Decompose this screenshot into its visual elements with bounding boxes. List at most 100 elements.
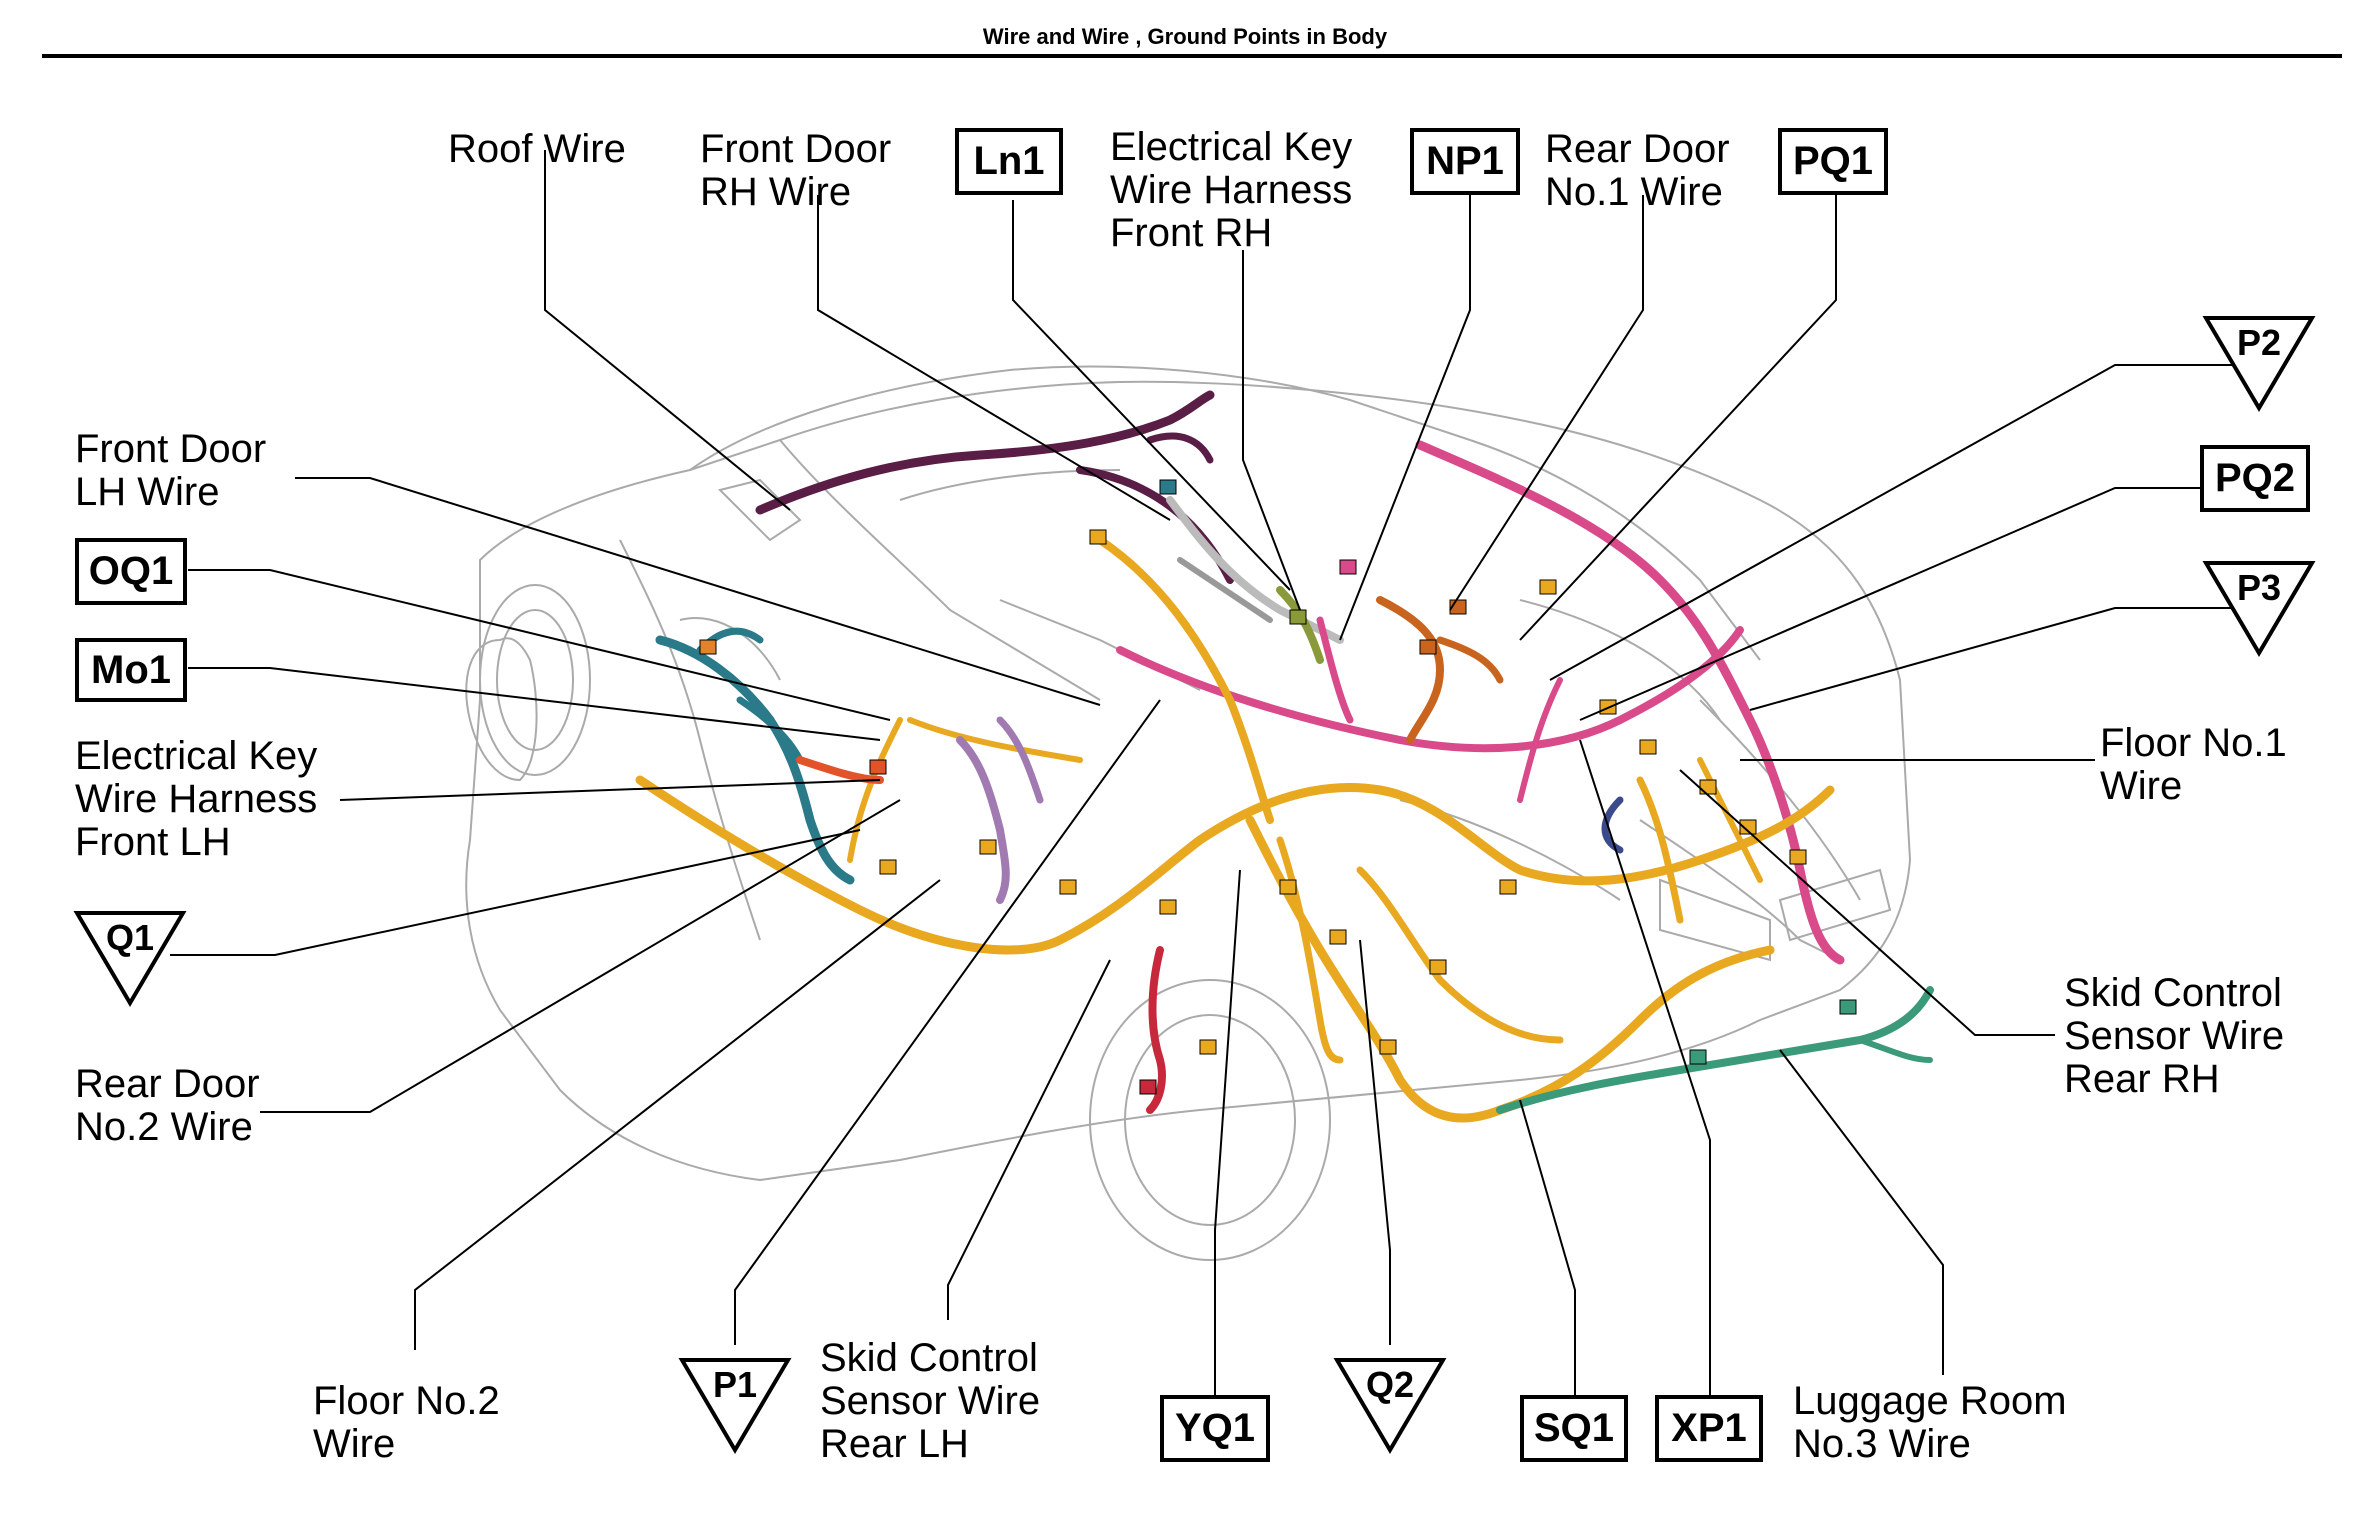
connector-code-sq1: SQ1 xyxy=(1520,1395,1628,1462)
ground-triangle-p1 xyxy=(678,1358,792,1454)
floor-no1-pink-harness xyxy=(1415,440,1845,965)
leader-lines xyxy=(170,150,2240,1395)
label-line: No.3 Wire xyxy=(1793,1422,1971,1466)
ground-label-q1: Q1 xyxy=(105,917,155,958)
leader-line xyxy=(817,195,1171,521)
ground-triangle-p3 xyxy=(2202,561,2316,657)
leader-line xyxy=(947,959,1111,1320)
connector-block xyxy=(1379,1039,1397,1055)
ground-triangle-q2 xyxy=(1333,1358,1447,1454)
page-title: Wire and Wire , Ground Points in Body xyxy=(982,24,1388,49)
connector-block xyxy=(1339,559,1357,575)
electrical-key-lh-harness xyxy=(796,756,884,784)
label-line: Front RH xyxy=(1110,211,1273,255)
leader-line xyxy=(1339,160,1471,641)
skid-control-rear-lh-harness xyxy=(1146,946,1166,1114)
ground-triangle-q1 xyxy=(73,911,187,1007)
front-door-lh-harness xyxy=(655,635,855,885)
ground-label-p2: P2 xyxy=(2236,322,2282,363)
ground-label-p1: P1 xyxy=(712,1364,758,1405)
label-rear-door-no1-wire: Rear Door No.1 Wire xyxy=(1545,128,1730,214)
label-line: Sensor Wire xyxy=(2064,1014,2285,1058)
label-line: Floor No.2 xyxy=(313,1379,500,1423)
connector-code-mo1: Mo1 xyxy=(75,638,187,702)
leader-line xyxy=(414,879,941,1350)
label-line: Front LH xyxy=(75,820,231,864)
label-line: Sensor Wire xyxy=(820,1379,1041,1423)
label-electrical-key-front-lh: Electrical Key Wire Harness Front LH xyxy=(75,735,317,864)
connector-code-oq1: OQ1 xyxy=(75,538,187,605)
leader-line xyxy=(1012,200,1291,591)
connector-block xyxy=(1699,779,1717,795)
label-line: RH Wire xyxy=(700,170,852,214)
rear-door-no2-harness xyxy=(956,736,1010,904)
title-rule xyxy=(42,54,2342,58)
leader-line xyxy=(188,667,881,741)
label-line: Wire Harness xyxy=(1110,168,1353,212)
ground-triangle-p2 xyxy=(2202,316,2316,412)
connector-block xyxy=(699,639,717,655)
label-roof-wire: Roof Wire xyxy=(448,128,626,171)
label-line: Electrical Key xyxy=(1110,125,1353,169)
leader-line xyxy=(1779,1049,1944,1375)
leader-line xyxy=(295,477,1101,706)
connector-block xyxy=(869,759,887,775)
connector-code-xp1: XP1 xyxy=(1655,1395,1763,1462)
connector-block xyxy=(1089,529,1107,545)
leader-line xyxy=(1242,250,1301,611)
label-luggage-room-no3-wire: Luggage Room No.3 Wire xyxy=(1793,1380,2067,1466)
leader-line xyxy=(734,699,1161,1345)
label-skid-control-rear-lh: Skid Control Sensor Wire Rear LH xyxy=(820,1337,1040,1466)
leader-line xyxy=(1749,607,2240,711)
connector-block xyxy=(1329,929,1347,945)
label-line: Skid Control xyxy=(2064,971,2282,1015)
connector-block xyxy=(1839,999,1857,1015)
ground-label-p3: P3 xyxy=(2236,567,2282,608)
label-line: Wire xyxy=(2100,764,2183,808)
label-front-door-rh-wire: Front Door RH Wire xyxy=(700,128,891,214)
leader-line xyxy=(170,829,861,956)
leader-line xyxy=(1519,1099,1576,1395)
label-line: Rear Door xyxy=(1545,127,1730,171)
connector-block xyxy=(1199,1039,1217,1055)
connector-block xyxy=(1279,879,1297,895)
leader-line xyxy=(1579,487,2208,721)
label-line: Rear Door xyxy=(75,1062,260,1106)
leader-line xyxy=(260,799,901,1113)
label-rear-door-no2-wire: Rear Door No.2 Wire xyxy=(75,1063,260,1149)
leader-line xyxy=(544,150,791,511)
rear-door-no1-harness xyxy=(1376,596,1444,744)
label-line: Front Door xyxy=(75,427,267,471)
label-skid-control-rear-rh: Skid Control Sensor Wire Rear RH xyxy=(2064,972,2284,1101)
leader-line xyxy=(1214,869,1241,1395)
connector-block xyxy=(879,859,897,875)
connector-block xyxy=(1499,879,1517,895)
connector-code-yq1: YQ1 xyxy=(1160,1395,1270,1462)
label-floor-no2-wire: Floor No.2 Wire xyxy=(313,1380,500,1466)
leader-line xyxy=(1359,939,1391,1345)
connector-block xyxy=(1159,899,1177,915)
connector-code-ln1: Ln1 xyxy=(955,128,1063,195)
connector-code-pq2: PQ2 xyxy=(2200,445,2310,512)
label-line: Electrical Key xyxy=(75,734,318,778)
leader-line xyxy=(1449,195,1644,611)
luggage-room-no3-harness xyxy=(1496,986,1934,1114)
label-line: Luggage Room xyxy=(1793,1379,2067,1423)
label-line: Skid Control xyxy=(820,1336,1038,1380)
connector-block xyxy=(1689,1049,1707,1065)
connector-code-pq1: PQ1 xyxy=(1778,128,1888,195)
front-door-rh-harness xyxy=(1166,496,1344,644)
label-line: Wire Harness xyxy=(75,777,318,821)
ground-symbols xyxy=(73,316,2316,1454)
connector-block xyxy=(1789,849,1807,865)
connector-block xyxy=(1429,959,1447,975)
roof-wire-harness xyxy=(755,390,1215,515)
connector-blocks xyxy=(699,479,1857,1095)
leader-line xyxy=(339,779,881,801)
wire-harnesses xyxy=(635,390,1934,1123)
connector-block xyxy=(979,839,997,855)
connector-block xyxy=(1539,579,1557,595)
label-line: Rear RH xyxy=(2064,1057,2220,1101)
leader-line xyxy=(1519,195,1837,641)
